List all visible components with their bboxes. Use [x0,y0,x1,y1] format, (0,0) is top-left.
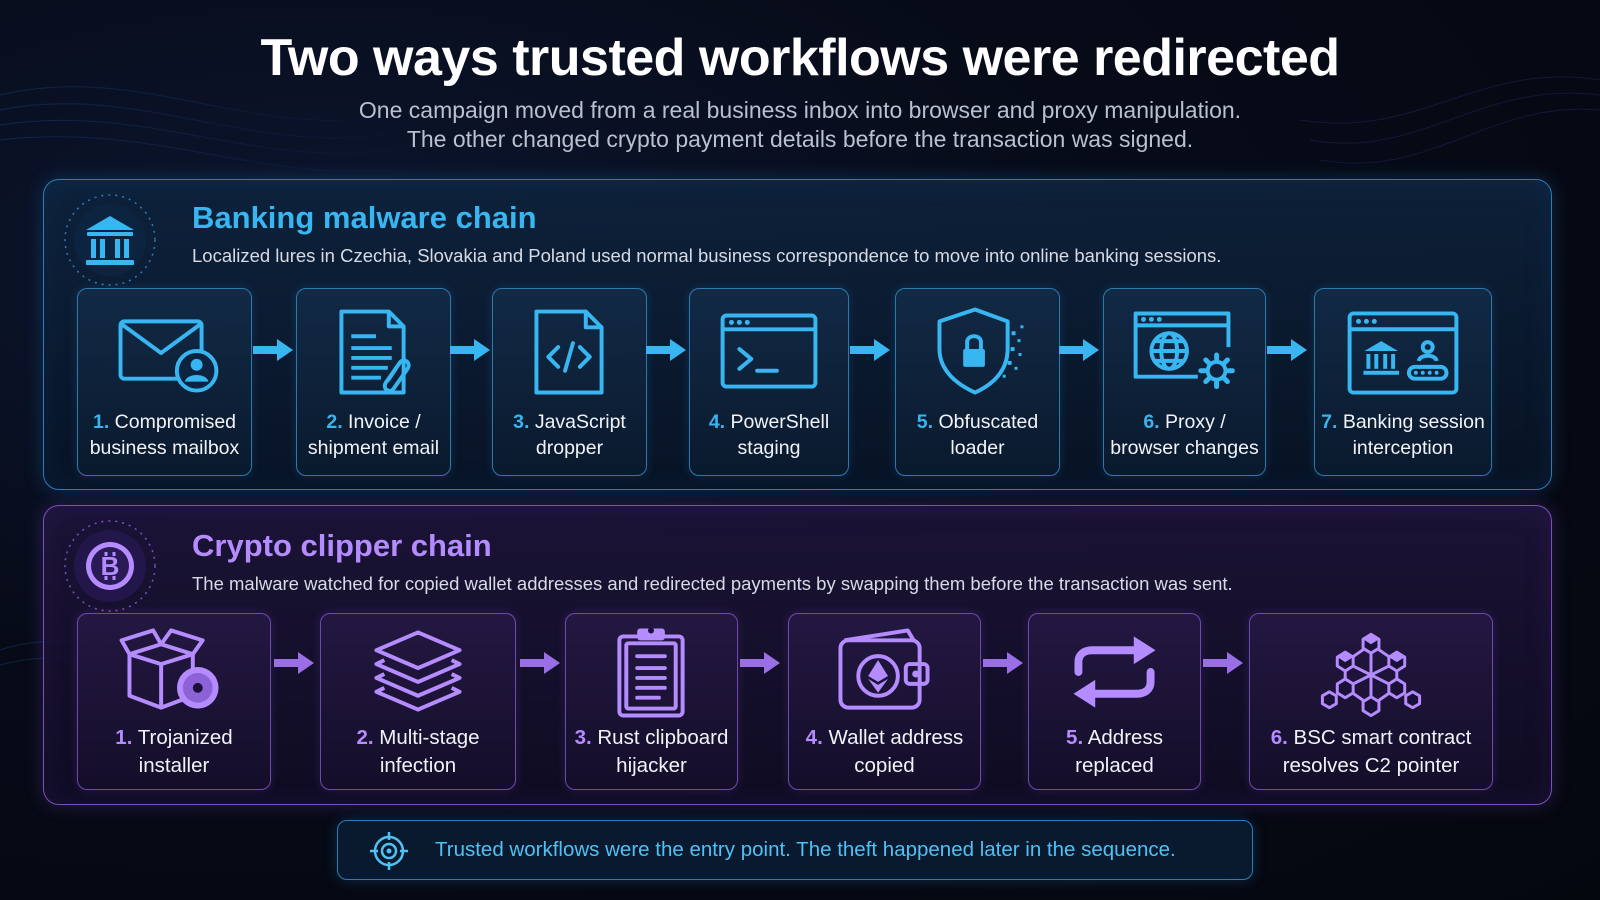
step-label-line-2: dropper [535,437,604,459]
arrow-right-icon [1059,339,1099,361]
arrow-right-icon [450,339,490,361]
footer-callout: Trusted workflows were the entry point. … [337,820,1253,880]
crypto-step-1: 1. Trojanized installer [77,613,271,790]
arrow-right-icon [520,652,560,674]
crypto-chain-title: Crypto clipper chain [192,528,492,563]
step-number: 4. [708,411,726,433]
step-number: 1. [115,726,133,749]
arrow-right-icon [646,339,686,361]
crypto-step-3: 3. Rust clipboard hijacker [565,613,738,790]
svg-text:B: B [101,551,120,581]
step-label-line-2: shipment email [307,437,440,459]
swap-arrows-icon [1073,636,1156,708]
banking-step-6: 6. Proxy / browser changes [1103,288,1266,476]
step-label-line-2: staging [737,437,801,459]
banking-step-2: 2. Invoice / shipment email [296,288,451,476]
arrow-right-icon [274,652,314,674]
step-label-line-1: Banking session [1342,411,1485,433]
bank-icon [64,194,156,286]
step-label-line-2: copied [854,754,915,777]
step-label-line-2: infection [379,754,457,777]
crypto-chain-description: The malware watched for copied wallet ad… [192,573,1233,594]
step-label-line-1: Invoice / [348,411,421,433]
step-label-line-2: business mailbox [89,437,240,459]
step-number: 6. [1270,726,1288,749]
browser-globe-gear-icon [1133,311,1235,390]
wallet-eth-icon [838,628,930,710]
step-label-line-2: browser changes [1110,437,1259,459]
banking-step-1: 1. Compromised business mailbox [77,288,252,476]
step-label-line-2: resolves C2 pointer [1282,754,1460,777]
banking-step-3: 3. JavaScript dropper [492,288,647,476]
page-subtitle-line-1: One campaign moved from a real business … [358,97,1242,123]
crypto-step-5: 5. Address replaced [1028,613,1201,790]
banking-chain-description: Localized lures in Czechia, Slovakia and… [192,245,1222,266]
shield-lock-icon [937,307,1024,395]
box-disc-icon [119,628,219,710]
step-number: 3. [513,411,530,433]
step-label-line-1: Rust clipboard [597,726,729,749]
crypto-step-6: 6. BSC smart contract resolves C2 pointe… [1249,613,1493,790]
step-number: 5. [1066,726,1084,749]
banking-chain-title: Banking malware chain [192,200,537,235]
step-number: 3. [574,726,592,749]
browser-bank-login-icon [1347,311,1459,395]
layers-icon [374,630,462,712]
arrow-right-icon [983,652,1023,674]
document-clip-icon [339,309,411,395]
step-number: 5. [916,411,934,433]
arrow-right-icon [850,339,890,361]
bitcoin-icon: B [64,520,156,612]
step-label-line-2: hijacker [616,754,687,777]
step-label-line-1: Address [1087,726,1163,749]
target-icon [370,832,408,870]
step-label-line-1: Obfuscated [938,411,1039,433]
step-label-line-1: JavaScript [534,411,626,433]
cube-network-icon [1320,632,1422,718]
clipboard-icon [617,627,685,718]
arrow-right-icon [253,339,293,361]
step-label-line-2: replaced [1075,754,1154,777]
arrow-right-icon [740,652,780,674]
page-subtitle-line-2: The other changed crypto payment details… [406,126,1194,152]
crypto-step-4: 4. Wallet address copied [788,613,981,790]
arrow-right-icon [1267,339,1307,361]
step-label-line-1: Compromised [114,411,237,433]
step-number: 2. [326,411,343,433]
banking-step-7: 7. Banking session interception [1314,288,1492,476]
terminal-icon [720,313,818,389]
step-label-line-1: PowerShell [730,411,830,433]
code-file-icon [534,309,604,395]
arrow-right-icon [1203,652,1243,674]
crypto-clipper-panel: B Crypto clipper chain The malware watch… [43,505,1552,805]
step-number: 7. [1321,411,1338,433]
banking-step-4: 4. PowerShell staging [689,288,849,476]
step-label-line-2: installer [138,754,210,777]
step-label-line-2: loader [950,437,1005,459]
mail-user-icon [118,319,219,393]
step-label-line-1: Trojanized [137,726,233,749]
step-number: 1. [92,411,110,433]
footer-text: Trusted workflows were the entry point. … [435,838,1176,861]
page-title: Two ways trusted workflows were redirect… [260,29,1340,87]
banking-step-5: 5. Obfuscated loader [895,288,1060,476]
step-label-line-1: BSC smart contract [1293,726,1472,749]
banking-malware-panel: Banking malware chain Localized lures in… [43,179,1552,490]
step-number: 4. [805,726,823,749]
step-label-line-2: interception [1352,437,1454,459]
step-number: 2. [356,726,374,749]
step-label-line-1: Multi-stage [379,726,480,749]
step-label-line-1: Proxy / [1165,411,1226,433]
step-number: 6. [1143,411,1160,433]
crypto-step-2: 2. Multi-stage infection [320,613,516,790]
step-label-line-1: Wallet address [828,726,964,749]
